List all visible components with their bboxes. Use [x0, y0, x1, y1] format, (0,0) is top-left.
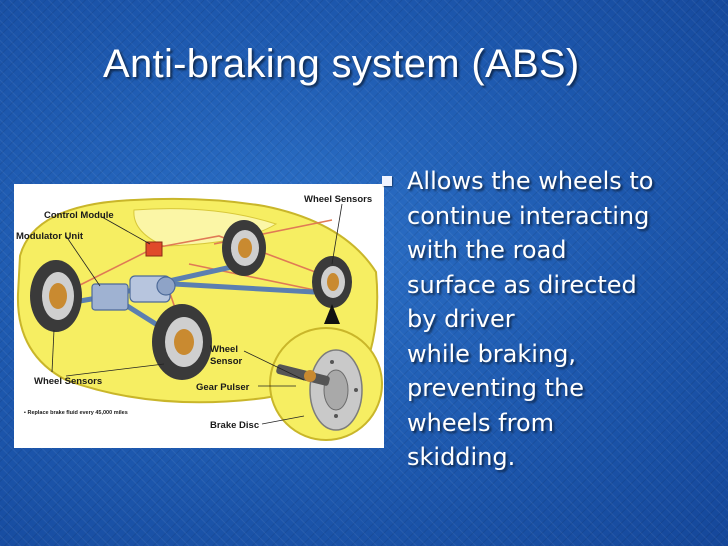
- label-wheel-sensor: Wheel: [210, 344, 238, 355]
- abs-diagram-figure: Wheel Sensors Control Module Modulator U…: [14, 184, 384, 448]
- bullet-line: preventing the: [407, 374, 585, 402]
- bullet-line: with the road: [407, 236, 567, 264]
- label-wheel-sensor-2: Sensor: [210, 356, 243, 367]
- bullet-item: Allows the wheels to continue interactin…: [380, 164, 710, 475]
- inset-detail: [269, 327, 383, 441]
- abs-diagram: Wheel Sensors Control Module Modulator U…: [16, 194, 383, 441]
- label-modulator-unit: Modulator Unit: [16, 231, 84, 242]
- wheel-front-right: [152, 304, 212, 380]
- bullet-line: by driver: [407, 305, 515, 333]
- label-brake-disc: Brake Disc: [210, 420, 259, 431]
- wheel-rear-right: [312, 256, 352, 308]
- bullet-line: continue interacting: [407, 201, 650, 230]
- wheel-front-left: [30, 260, 82, 332]
- label-control-module: Control Module: [44, 210, 114, 221]
- bullet-list: Allows the wheels to continue interactin…: [380, 164, 710, 475]
- slide-title: Anti-braking system (ABS): [103, 42, 580, 86]
- label-wheel-sensors-bottom: Wheel Sensors: [34, 376, 102, 387]
- label-footnote: ▪ Replace brake fluid every 45,000 miles: [24, 410, 128, 416]
- control-module: [145, 241, 163, 257]
- label-wheel-sensors-top: Wheel Sensors: [304, 194, 372, 205]
- bullet-square-icon: [382, 176, 392, 186]
- label-leaders: [51, 203, 343, 425]
- bullet-line: surface as directed: [407, 270, 637, 299]
- label-gear-pulser: Gear Pulser: [196, 382, 250, 393]
- modulator-unit: [91, 275, 176, 311]
- bullet-line: skidding.: [407, 443, 516, 471]
- bullet-line: while braking,: [407, 339, 577, 368]
- bullet-line: Allows the wheels to: [407, 167, 654, 195]
- bullet-line: wheels from: [407, 408, 555, 437]
- inset-pointer: [324, 304, 340, 324]
- wheel-rear-left: [222, 220, 266, 276]
